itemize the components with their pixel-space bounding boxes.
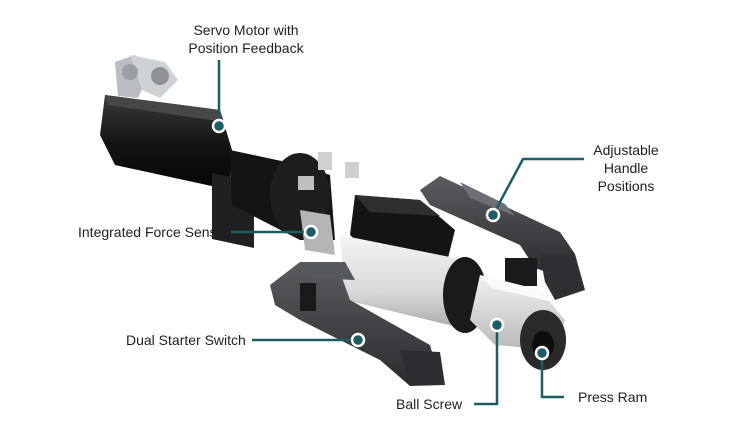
dot-force bbox=[305, 226, 317, 238]
label-handle-positions: Adjustable Handle Positions bbox=[578, 141, 674, 195]
label-force-sensor: Integrated Force Sensor bbox=[78, 223, 229, 241]
label-handle-line2: Handle bbox=[578, 159, 674, 177]
label-handle-line3: Positions bbox=[578, 177, 674, 195]
label-servo-line2: Position Feedback bbox=[176, 39, 316, 57]
dot-ballscrew bbox=[491, 319, 503, 331]
label-servo-line1: Servo Motor with bbox=[176, 21, 316, 39]
dot-starter bbox=[352, 334, 364, 346]
label-press-ram: Press Ram bbox=[578, 388, 647, 406]
label-handle-line1: Adjustable bbox=[578, 141, 674, 159]
label-servo-motor: Servo Motor with Position Feedback bbox=[176, 21, 316, 57]
dot-servo bbox=[213, 120, 225, 132]
dot-ram bbox=[536, 347, 548, 359]
label-ball-screw: Ball Screw bbox=[396, 395, 462, 413]
dot-handle bbox=[487, 209, 499, 221]
label-starter-switch: Dual Starter Switch bbox=[126, 331, 246, 349]
